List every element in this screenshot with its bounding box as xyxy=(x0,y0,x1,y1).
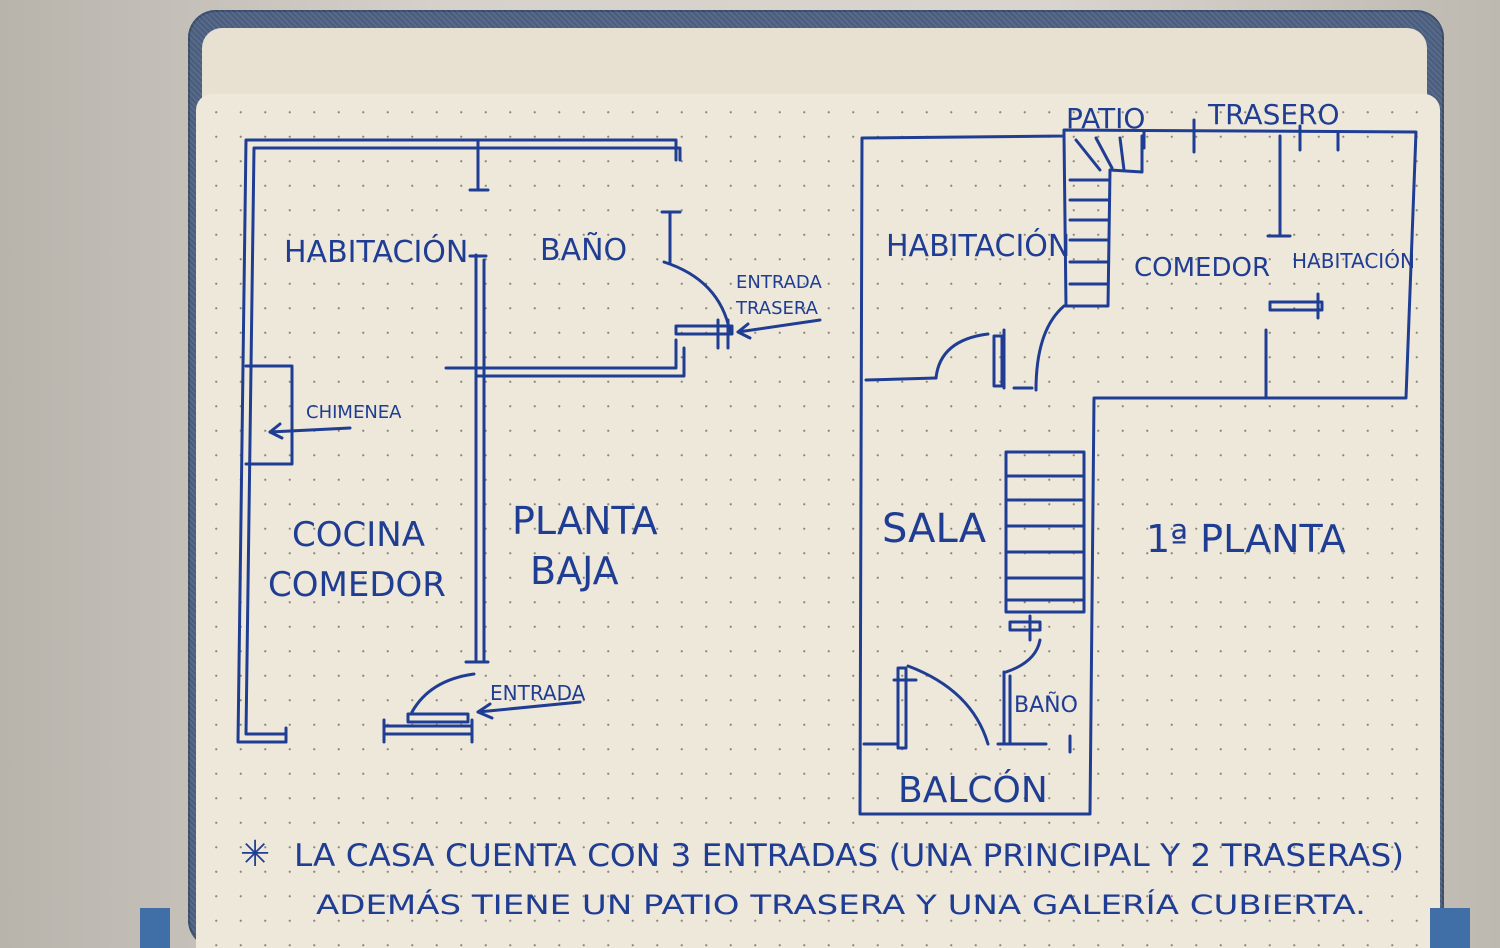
ff-comedor-label: COMEDOR xyxy=(1134,253,1270,283)
ff-planta-title: 1ª PLANTA xyxy=(1146,517,1346,561)
note-line-2: ADEMÁS TIENE UN PATIO TRASERA Y UNA GALE… xyxy=(316,889,1366,921)
gf-comedor-label: COMEDOR xyxy=(268,565,446,605)
note-asterisk-icon: ✳ xyxy=(240,834,270,875)
gf-baja-label: BAJA xyxy=(530,549,619,593)
ff-trasero-label: TRASERO xyxy=(1207,98,1340,131)
ground-floor-walls xyxy=(236,138,822,744)
gf-habitacion-label: HABITACIÓN xyxy=(284,233,468,270)
ff-balcon-label: BALCÓN xyxy=(898,769,1048,811)
ff-bano-label: BAÑO xyxy=(1014,691,1078,718)
bookmark-ribbon-left xyxy=(140,908,170,948)
ff-patio-label: PATIO xyxy=(1066,102,1145,135)
notebook-page xyxy=(196,94,1440,948)
gf-cocina-label: COCINA xyxy=(292,515,425,555)
first-floor-walls xyxy=(858,118,1418,816)
gf-planta-label: PLANTA xyxy=(512,499,658,543)
ff-habitacion-left-label: HABITACIÓN xyxy=(886,227,1070,264)
note-line-1: LA CASA CUENTA CON 3 ENTRADAS (UNA PRINC… xyxy=(294,838,1404,874)
gf-entrada-trasera-label-2: TRASERA xyxy=(735,298,819,319)
bookmark-ribbon-right xyxy=(1430,908,1470,948)
gf-entrada-label: ENTRADA xyxy=(490,681,586,705)
ff-habitacion-right-label: HABITACIÓN xyxy=(1292,249,1415,273)
gf-bano-label: BAÑO xyxy=(540,232,627,268)
gf-entrada-trasera-label-1: ENTRADA xyxy=(736,272,822,293)
ff-sala-label: SALA xyxy=(882,506,987,552)
gf-chimenea-label: CHIMENEA xyxy=(306,402,402,423)
